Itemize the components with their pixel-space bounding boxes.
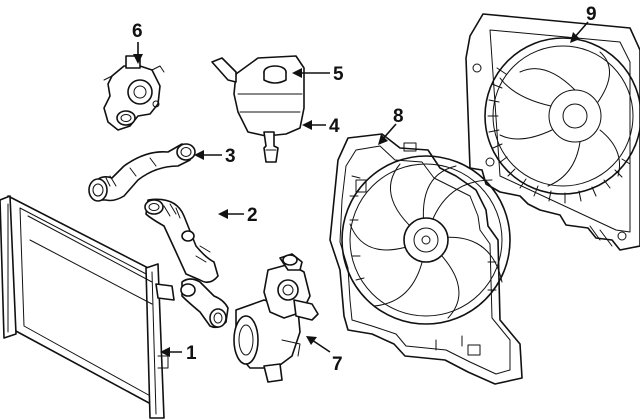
lower-hose-icon <box>144 198 229 329</box>
callout-9: 9 <box>586 4 597 25</box>
thermostat-housing-icon <box>103 55 165 131</box>
callout-leaders <box>133 21 589 357</box>
upper-hose-icon <box>88 143 196 202</box>
fan-shroud-rear-icon <box>465 13 640 251</box>
fan-shroud-assembly-icon <box>329 133 523 385</box>
water-pump-icon <box>233 253 319 383</box>
callout-5: 5 <box>333 64 344 85</box>
callout-2: 2 <box>247 205 258 226</box>
callout-labels: 1 2 3 4 5 6 7 8 9 <box>132 4 597 375</box>
callout-8: 8 <box>393 106 404 127</box>
callout-1: 1 <box>186 343 197 364</box>
callout-4: 4 <box>329 116 340 137</box>
reservoir-cap-icon <box>263 65 287 84</box>
callout-7: 7 <box>332 354 343 375</box>
callout-3: 3 <box>225 146 236 167</box>
radiator-icon <box>0 195 175 419</box>
callout-6: 6 <box>132 21 143 42</box>
